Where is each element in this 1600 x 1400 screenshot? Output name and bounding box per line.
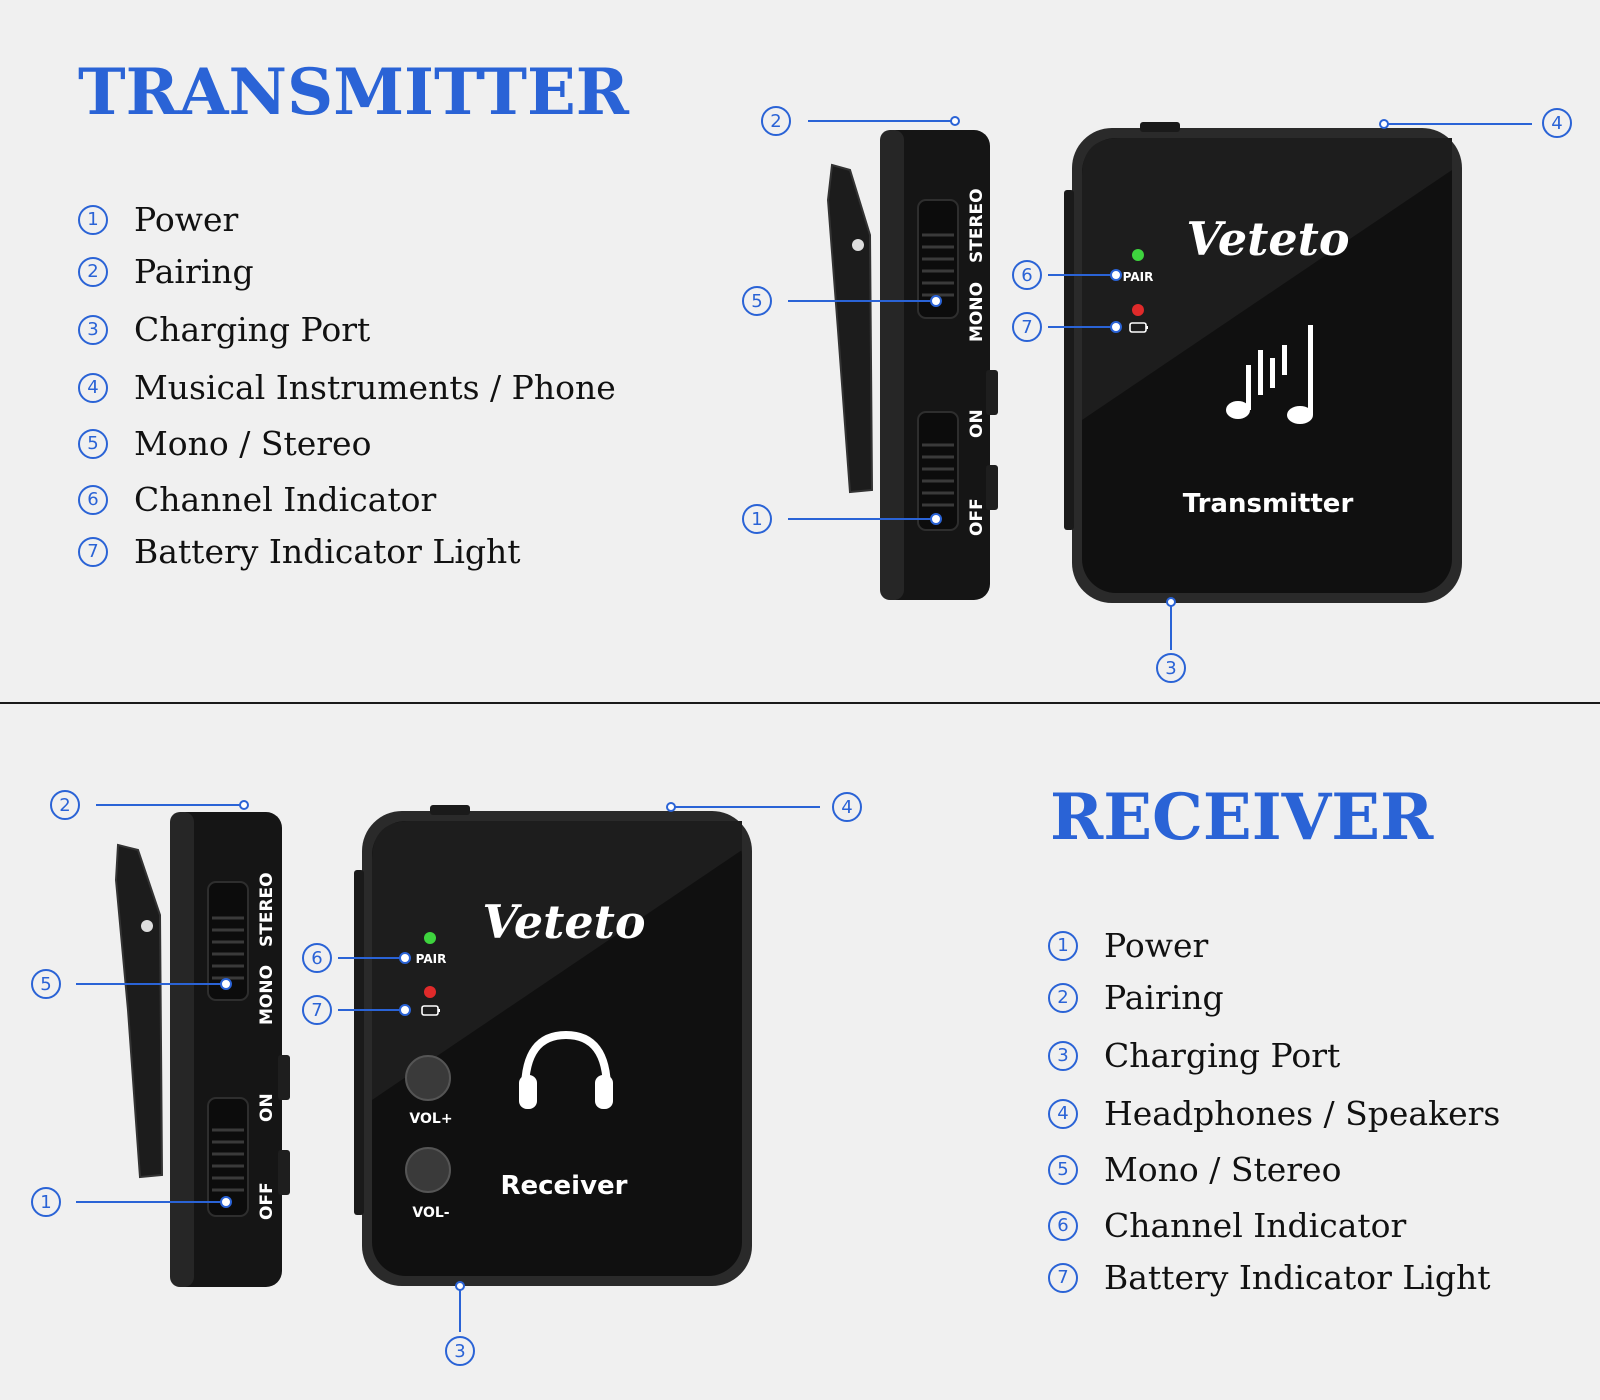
callout-instruments: 4 (1542, 108, 1572, 138)
legend-label: Power (134, 200, 239, 239)
battery-led-red (424, 986, 436, 998)
callout-pairing: 2 (50, 790, 80, 820)
transmitter-title: TRANSMITTER (78, 55, 629, 130)
legend-label: Musical Instruments / Phone (134, 368, 616, 407)
battery-led-red (1132, 304, 1144, 316)
callout-headphones: 4 (832, 792, 862, 822)
volume-up-label: VOL+ (409, 1111, 452, 1127)
legend-label: Battery Indicator Light (134, 532, 521, 571)
brand-logo: Veteto (482, 895, 645, 949)
volume-down-button (405, 1147, 451, 1193)
number-badge: 7 (1048, 1262, 1078, 1293)
legend-label: Pairing (1104, 978, 1224, 1017)
legend-item-mono-stereo: 5 Mono / Stereo (1048, 1150, 1341, 1189)
device-name: Transmitter (1183, 489, 1354, 519)
number-badge: 7 (78, 536, 108, 567)
callout-channel: 6 (302, 943, 332, 973)
number-badge: 2 (78, 256, 108, 287)
legend-item-channel: 6 Channel Indicator (1048, 1206, 1406, 1245)
battery-icon (421, 1005, 440, 1016)
legend-item-power: 1 Power (1048, 926, 1208, 965)
legend-item-pairing: 2 Pairing (78, 252, 254, 291)
legend-label: Channel Indicator (1104, 1206, 1407, 1245)
legend-item-charging-port: 3 Charging Port (1048, 1036, 1340, 1075)
belt-clip (826, 163, 874, 494)
callout-power: 1 (31, 1187, 61, 1217)
switch-label-mono: MONO (257, 965, 277, 1025)
callout-charging-port: 3 (445, 1336, 475, 1366)
power-switch (917, 411, 959, 531)
transmitter-device-diagram: STEREO MONO ON OFF Veteto PAIR Transmitt… (788, 116, 1532, 650)
switch-label-on: ON (967, 409, 987, 438)
number-badge: 3 (78, 314, 108, 345)
callout-mono-stereo: 5 (31, 969, 61, 999)
callout-battery: 7 (302, 995, 332, 1025)
section-divider (0, 702, 1600, 704)
battery-icon (1129, 322, 1148, 333)
switch-label-mono: MONO (967, 282, 987, 342)
legend-label: Charging Port (134, 310, 371, 349)
callout-mono-stereo: 5 (742, 286, 772, 316)
legend-label: Mono / Stereo (1104, 1150, 1342, 1189)
receiver-front-body (362, 811, 752, 1286)
legend-label: Power (1104, 926, 1209, 965)
transmitter-side-body (880, 130, 990, 600)
callout-power: 1 (742, 504, 772, 534)
switch-label-stereo: STEREO (257, 872, 277, 947)
receiver-side-body (170, 812, 282, 1287)
pair-label: PAIR (1123, 270, 1154, 284)
mono-stereo-switch (207, 881, 249, 1001)
number-badge: 4 (1048, 1098, 1078, 1129)
legend-label: Pairing (134, 252, 254, 291)
device-name: Receiver (500, 1171, 627, 1201)
belt-clip (114, 843, 164, 1179)
legend-item-battery: 7 Battery Indicator Light (78, 532, 521, 571)
number-badge: 4 (78, 372, 108, 403)
music-notes-icon (1226, 325, 1313, 424)
pair-led-green (424, 932, 436, 944)
number-badge: 2 (1048, 982, 1078, 1013)
number-badge: 6 (78, 484, 108, 515)
callout-battery: 7 (1012, 312, 1042, 342)
clip-hinge (852, 239, 864, 251)
legend-item-charging-port: 3 Charging Port (78, 310, 370, 349)
legend-item-pairing: 2 Pairing (1048, 978, 1224, 1017)
power-switch (207, 1097, 249, 1217)
legend-label: Headphones / Speakers (1104, 1094, 1501, 1133)
pair-led-green (1132, 249, 1144, 261)
number-badge: 1 (78, 204, 108, 235)
legend-label: Mono / Stereo (134, 424, 372, 463)
legend-label: Charging Port (1104, 1036, 1341, 1075)
number-badge: 5 (78, 428, 108, 459)
switch-label-off: OFF (257, 1182, 277, 1220)
switch-label-on: ON (257, 1093, 277, 1122)
switch-label-stereo: STEREO (967, 188, 987, 263)
legend-item-power: 1 Power (78, 200, 238, 239)
number-badge: 5 (1048, 1154, 1078, 1185)
switch-label-off: OFF (967, 498, 987, 536)
brand-logo: Veteto (1186, 212, 1349, 266)
legend-item-mono-stereo: 5 Mono / Stereo (78, 424, 371, 463)
legend-label: Channel Indicator (134, 480, 437, 519)
number-badge: 3 (1048, 1040, 1078, 1071)
receiver-title: RECEIVER (1050, 780, 1434, 855)
legend-item-headphones: 4 Headphones / Speakers (1048, 1094, 1500, 1133)
number-badge: 6 (1048, 1210, 1078, 1241)
callout-channel: 6 (1012, 260, 1042, 290)
callout-pairing: 2 (761, 106, 791, 136)
legend-item-battery: 7 Battery Indicator Light (1048, 1258, 1491, 1297)
pair-label: PAIR (416, 952, 447, 966)
legend-item-instruments: 4 Musical Instruments / Phone (78, 368, 616, 407)
callout-charging-port: 3 (1156, 653, 1186, 683)
clip-hinge (141, 920, 153, 932)
volume-down-label: VOL- (412, 1205, 449, 1221)
number-badge: 1 (1048, 930, 1078, 961)
headphones-icon (519, 1030, 613, 1109)
volume-up-button (405, 1055, 451, 1101)
legend-label: Battery Indicator Light (1104, 1258, 1491, 1297)
legend-item-channel: 6 Channel Indicator (78, 480, 436, 519)
